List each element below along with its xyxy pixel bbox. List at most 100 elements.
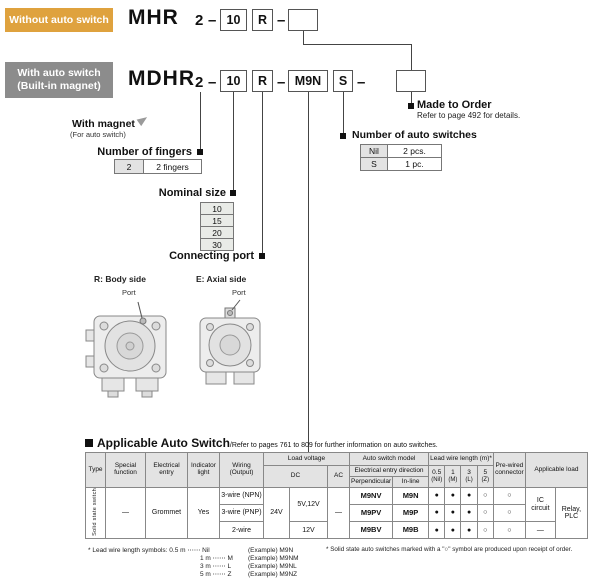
axial-side-gripper-illustration: [199, 299, 261, 385]
connector-node: [230, 190, 236, 196]
header-applicable-load: Applicable load: [524, 452, 588, 488]
fingers-code-row1: 2: [195, 12, 204, 29]
header-auto-switch-model: Auto switch model: [348, 452, 430, 466]
section-bullet: [85, 439, 93, 447]
connector-line: [303, 44, 412, 45]
header-lead-0-5: 0.5(Nil): [428, 465, 446, 488]
header-wiring: Wiring (Output): [219, 452, 264, 488]
cell-special-function: —: [105, 486, 146, 540]
made-to-order-title: Made to Order: [417, 99, 492, 111]
fingers-option-row: 2 2 fingers: [114, 159, 202, 174]
connector-node: [408, 103, 414, 109]
cell-lead-mark: ●: [444, 504, 462, 523]
cell-indicator-light: Yes: [187, 486, 220, 540]
body-side-gripper-illustration: [85, 301, 167, 398]
cell-dc-voltage: 24V: [263, 486, 290, 540]
footnote-line: 5 m ⋯⋯ Z (Example) M9NZ: [200, 570, 298, 578]
body-side-label: R: Body side: [94, 274, 146, 284]
with-magnet-note: (For auto switch): [70, 130, 126, 139]
lead-wire-footnotes: * Lead wire length symbols: 0.5 m ⋯⋯ Nil…: [88, 546, 299, 578]
cell-model-inline: M9P: [392, 504, 430, 523]
cell-prewired: ○: [492, 486, 526, 506]
cell-model-inline: M9N: [392, 486, 430, 506]
cell-load-relay-plc: Relay, PLC: [554, 486, 588, 540]
header-ac: AC: [327, 465, 350, 488]
size-option: 30: [200, 238, 234, 251]
connector-line: [233, 92, 234, 193]
cell-lead-mark: ○: [476, 504, 494, 523]
cell-lead-mark: ●: [460, 521, 478, 540]
connector-line: [200, 92, 201, 152]
cell-ac: —: [327, 486, 350, 540]
qty-option-code: Nil: [360, 144, 388, 158]
fingers-option-desc: 2 fingers: [144, 159, 202, 174]
header-type: Type: [85, 452, 106, 488]
cell-electrical-entry: Grommet: [145, 486, 188, 540]
number-of-auto-switches-title: Number of auto switches: [352, 129, 477, 141]
model-code-mdhr: MDHR: [128, 67, 195, 90]
cell-lead-mark: ○: [476, 486, 494, 506]
axial-side-label: E: Axial side: [196, 274, 247, 284]
header-dc: DC: [263, 465, 328, 488]
connector-node: [259, 253, 265, 259]
cell-lead-mark: ●: [444, 486, 462, 506]
badge-label: Without auto switch: [9, 13, 109, 26]
cell-lead-mark: ●: [460, 486, 478, 506]
switch-qty-code-box: S: [333, 70, 353, 92]
port-code-box-row2: R: [252, 70, 273, 92]
badge-label-line2: (Built-in magnet): [17, 80, 101, 92]
with-auto-switch-badge: With auto switch (Built-in magnet): [5, 62, 113, 98]
port-label: Port: [122, 288, 136, 297]
header-lead-1: 1(M): [444, 465, 462, 488]
with-magnet-title: With magnet: [72, 118, 135, 130]
cell-load-voltage: 12V: [289, 521, 328, 540]
footnote-line: 3 m ⋯⋯ L (Example) M9NL: [200, 562, 297, 571]
header-entry-direction: Electrical entry direction: [348, 465, 430, 477]
header-special-function: Special function: [105, 452, 146, 488]
qty-option-desc: 1 pc.: [388, 157, 442, 171]
applicable-auto-switch-title: Applicable Auto Switch/Refer to pages 76…: [85, 436, 438, 450]
connector-line: [303, 31, 304, 44]
connector-line: [411, 44, 412, 70]
header-indicator-light: Indicator light: [187, 452, 220, 488]
dash: –: [357, 74, 366, 91]
made-to-order-note: Refer to page 492 for details.: [417, 111, 521, 120]
qty-option-code: S: [360, 157, 388, 171]
header-load-voltage: Load voltage: [263, 452, 350, 466]
dash: –: [277, 74, 286, 91]
connector-line: [343, 92, 344, 136]
cell-lead-mark: ●: [444, 521, 462, 540]
port-label: Port: [232, 288, 246, 297]
dash: –: [208, 74, 217, 91]
model-code-mhr: MHR: [128, 6, 179, 29]
connector-node: [340, 133, 346, 139]
header-lead-5: 5(Z): [476, 465, 494, 488]
footnote-line: 1 m ⋯⋯ M (Example) M9NM: [200, 554, 299, 563]
nominal-size-title: Nominal size: [158, 187, 226, 199]
cell-prewired: ○: [492, 504, 526, 523]
connector-line: [411, 92, 412, 106]
qty-option-row: S 1 pc.: [360, 157, 442, 171]
header-electrical-entry: Electrical entry: [145, 452, 188, 488]
header-lead-wire-length: Lead wire length (m)*: [428, 452, 494, 466]
header-perpendicular: Perpendicular: [348, 476, 394, 488]
cell-lead-mark: ●: [428, 521, 446, 540]
port-code-box-row1: R: [252, 9, 273, 31]
cell-lead-mark: ●: [460, 504, 478, 523]
cell-model-perpendicular: M9NV: [348, 486, 394, 506]
cell-load-voltage: 5V,12V: [289, 486, 328, 523]
header-inline: In-line: [392, 476, 430, 488]
cell-wiring: 3-wire (PNP): [219, 504, 264, 523]
size-code-box-row1: 10: [220, 9, 247, 31]
cell-wiring: 3-wire (NPN): [219, 486, 264, 506]
blank-order-box-row2: [396, 70, 426, 92]
cell-switch-type: Solid state switch: [85, 486, 106, 540]
header-lead-3: 3(L): [460, 465, 478, 488]
cell-load-ic: IC circuit: [524, 486, 556, 523]
cell-lead-mark: ○: [476, 521, 494, 540]
header-prewired-connector: Pre-wired connector: [492, 452, 526, 488]
badge-label-line1: With auto switch: [17, 67, 101, 80]
solid-state-footnote: * Solid state auto switches marked with …: [326, 546, 573, 553]
magnet-pointer-icon: [136, 113, 150, 127]
